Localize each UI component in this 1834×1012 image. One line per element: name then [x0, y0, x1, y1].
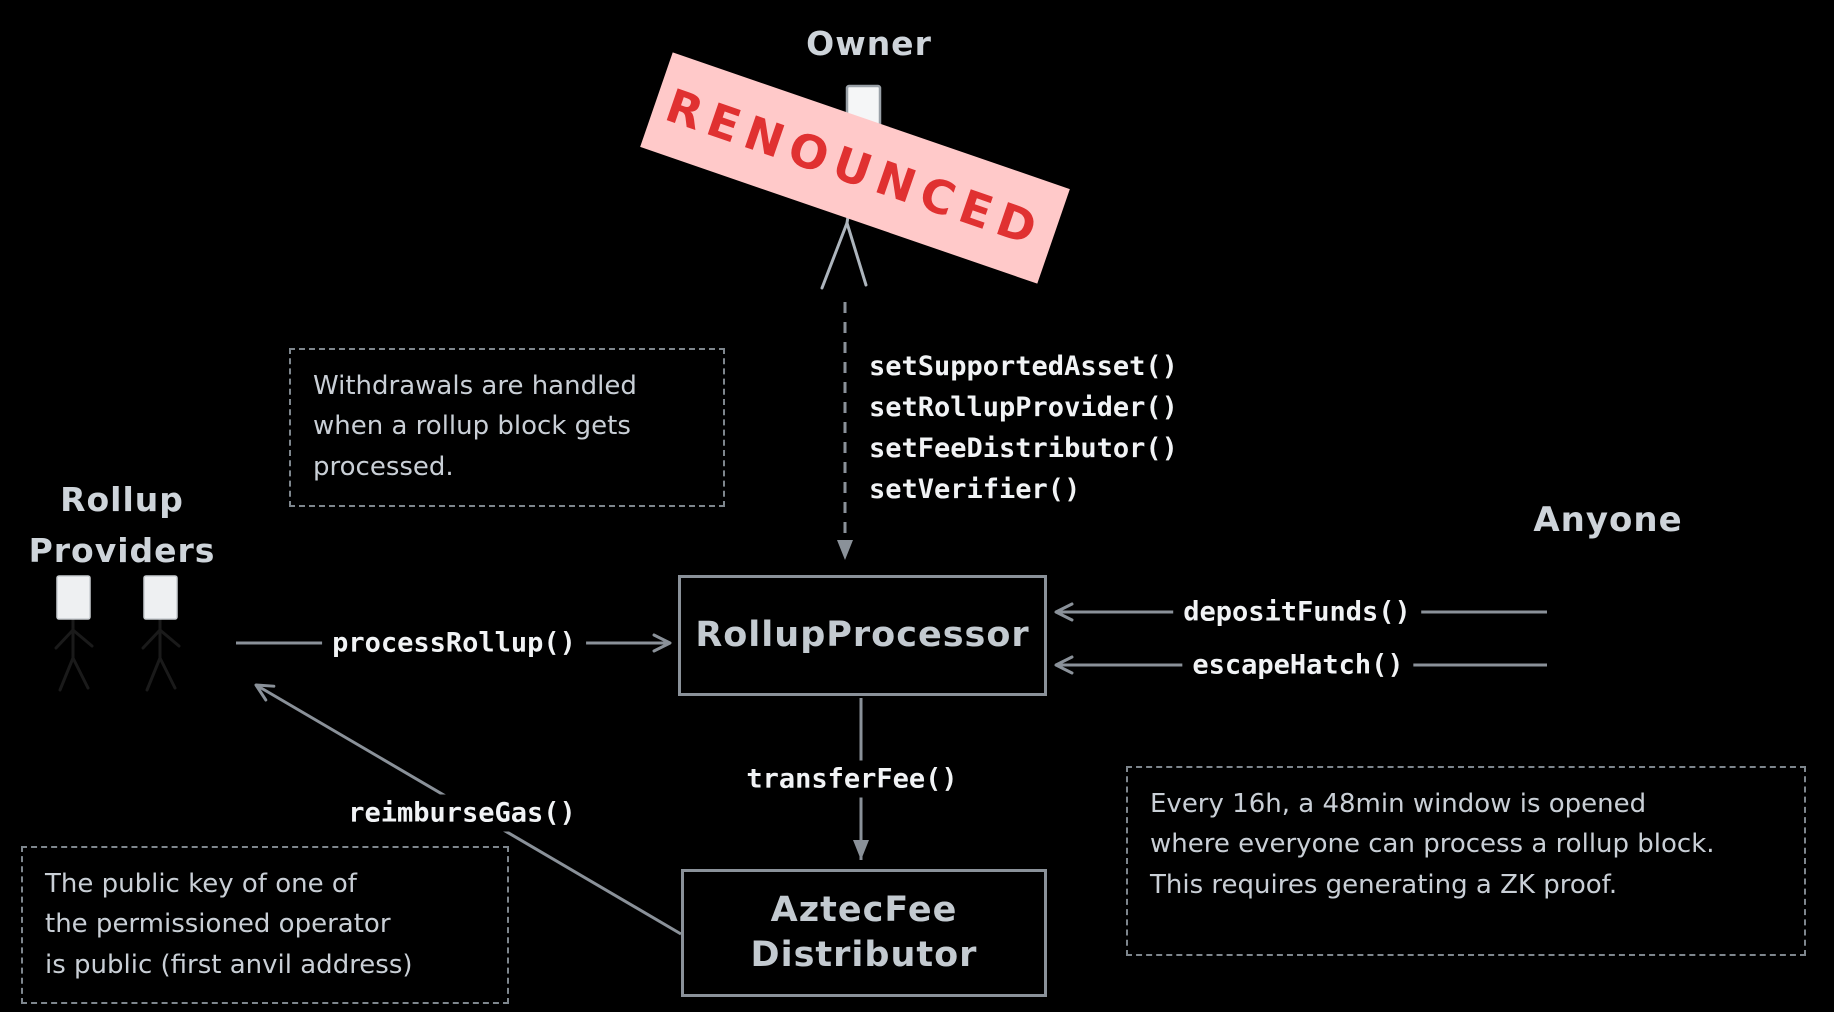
- rollup-providers-label: Rollup Providers: [28, 480, 216, 571]
- note-escape-window: Every 16h, a 48min window is opened wher…: [1126, 766, 1806, 956]
- process-rollup-label: processRollup(): [322, 624, 586, 662]
- provider-figure-2: [141, 575, 181, 692]
- rollup-processor-box: RollupProcessor: [678, 575, 1047, 696]
- rollup-processor-box-label: RollupProcessor: [695, 614, 1030, 655]
- deposit-funds-label: depositFunds(): [1173, 593, 1421, 631]
- owner-label: Owner: [806, 24, 932, 63]
- anyone-label: Anyone: [1533, 500, 1683, 540]
- note-withdrawals: Withdrawals are handled when a rollup bl…: [289, 348, 725, 507]
- admin-function-set-supported-asset: setSupportedAsset(): [869, 351, 1178, 382]
- admin-function-set-verifier: setVerifier(): [869, 474, 1081, 505]
- admin-function-list: setSupportedAsset() setRollupProvider() …: [869, 346, 1178, 510]
- escape-hatch-label: escapeHatch(): [1182, 646, 1414, 684]
- aztec-fee-distributor-box: AztecFee Distributor: [681, 869, 1047, 997]
- transfer-fee-label: transferFee(): [736, 760, 968, 798]
- reimburse-gas-label: reimburseGas(): [338, 794, 586, 832]
- note-public-key: The public key of one of the permissione…: [21, 846, 509, 1004]
- admin-function-set-fee-distributor: setFeeDistributor(): [869, 433, 1178, 464]
- provider-figure-1: [54, 575, 94, 692]
- admin-function-set-rollup-provider: setRollupProvider(): [869, 392, 1178, 423]
- aztec-fee-distributor-box-label: AztecFee Distributor: [750, 889, 978, 976]
